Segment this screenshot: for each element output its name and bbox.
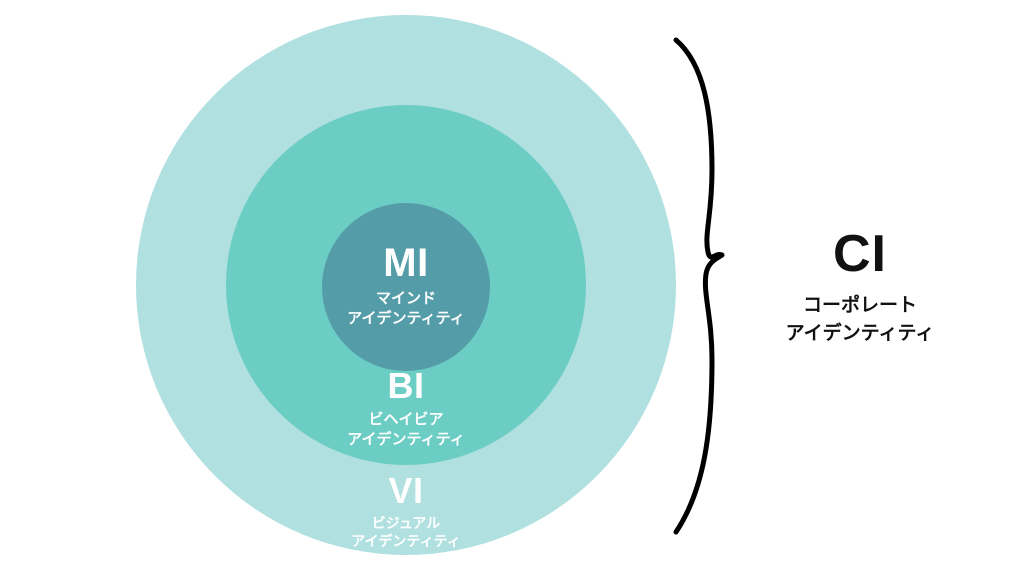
caption-ci-abbr: CI — [833, 225, 887, 283]
circle-mi-inner — [322, 203, 490, 371]
brace-bracket — [660, 20, 750, 560]
brace-icon — [673, 37, 725, 535]
caption-ci: CI コーポレート アイデンティティ — [735, 228, 985, 347]
caption-ci-sub-line2: アイデンティティ — [785, 322, 935, 344]
caption-ci-sub: コーポレート アイデンティティ — [735, 292, 985, 347]
caption-ci-sub-line1: コーポレート — [802, 295, 917, 316]
